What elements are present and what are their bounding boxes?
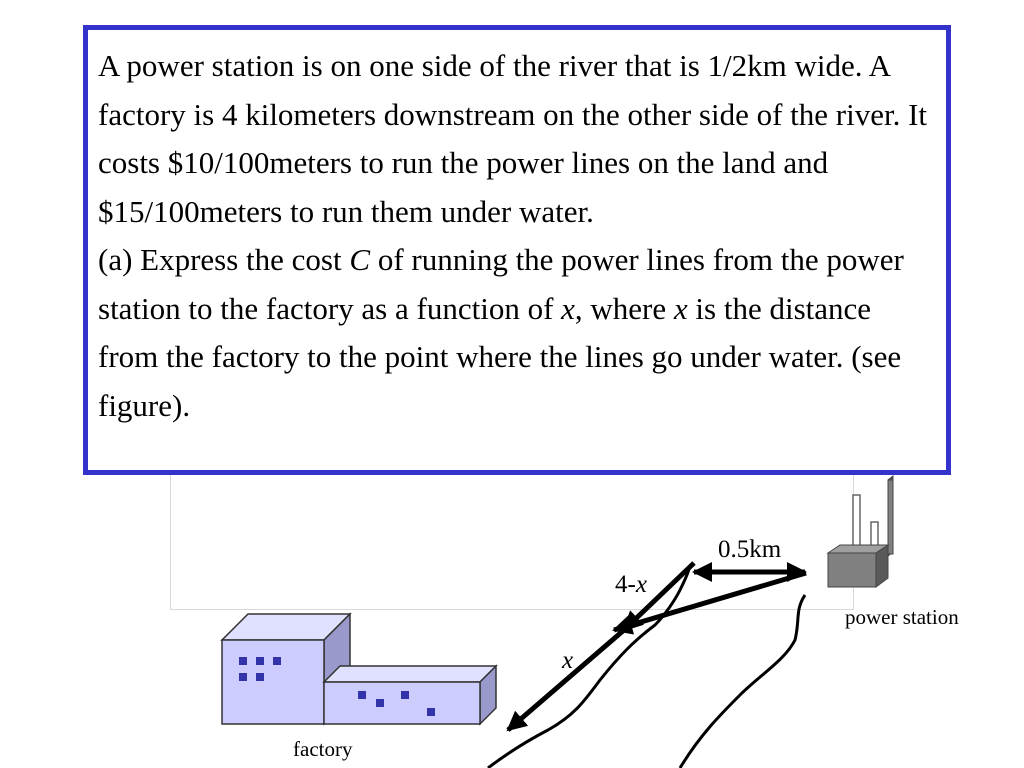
x-label: x [561, 647, 573, 674]
distance-x-arrow [506, 628, 626, 732]
var-c: C [349, 242, 371, 277]
factory-icon [220, 612, 498, 726]
distance-four-minus-x-arrow [622, 561, 696, 632]
problem-statement-box: A power station is on one side of the ri… [83, 25, 951, 475]
four-minus-x-label: 4-x [615, 571, 647, 598]
problem-paragraph-2: (a) Express the cost C of running the po… [98, 236, 938, 430]
river-bank-left [487, 564, 692, 768]
problem-paragraph-1: A power station is on one side of the ri… [98, 48, 928, 229]
part-a-text-3: , where [574, 290, 674, 326]
river-bank-right [678, 594, 807, 768]
power-station-icon [826, 474, 894, 588]
var-x-1: x [561, 290, 575, 326]
part-a-text-1: (a) Express the cost [98, 242, 350, 277]
underwater-power-line [612, 570, 807, 635]
four-minus-text: 4- [615, 571, 636, 598]
part-a-text-2: of running the power lines from the powe… [98, 242, 904, 326]
factory-label: factory [293, 737, 353, 761]
four-minus-x-var: x [635, 571, 647, 598]
river-width-label: 0.5km [718, 536, 782, 563]
var-x-2: x [673, 290, 688, 326]
part-a-text-4: is the distance from the factory to the … [98, 290, 902, 423]
power-station-label: power station [845, 605, 959, 629]
